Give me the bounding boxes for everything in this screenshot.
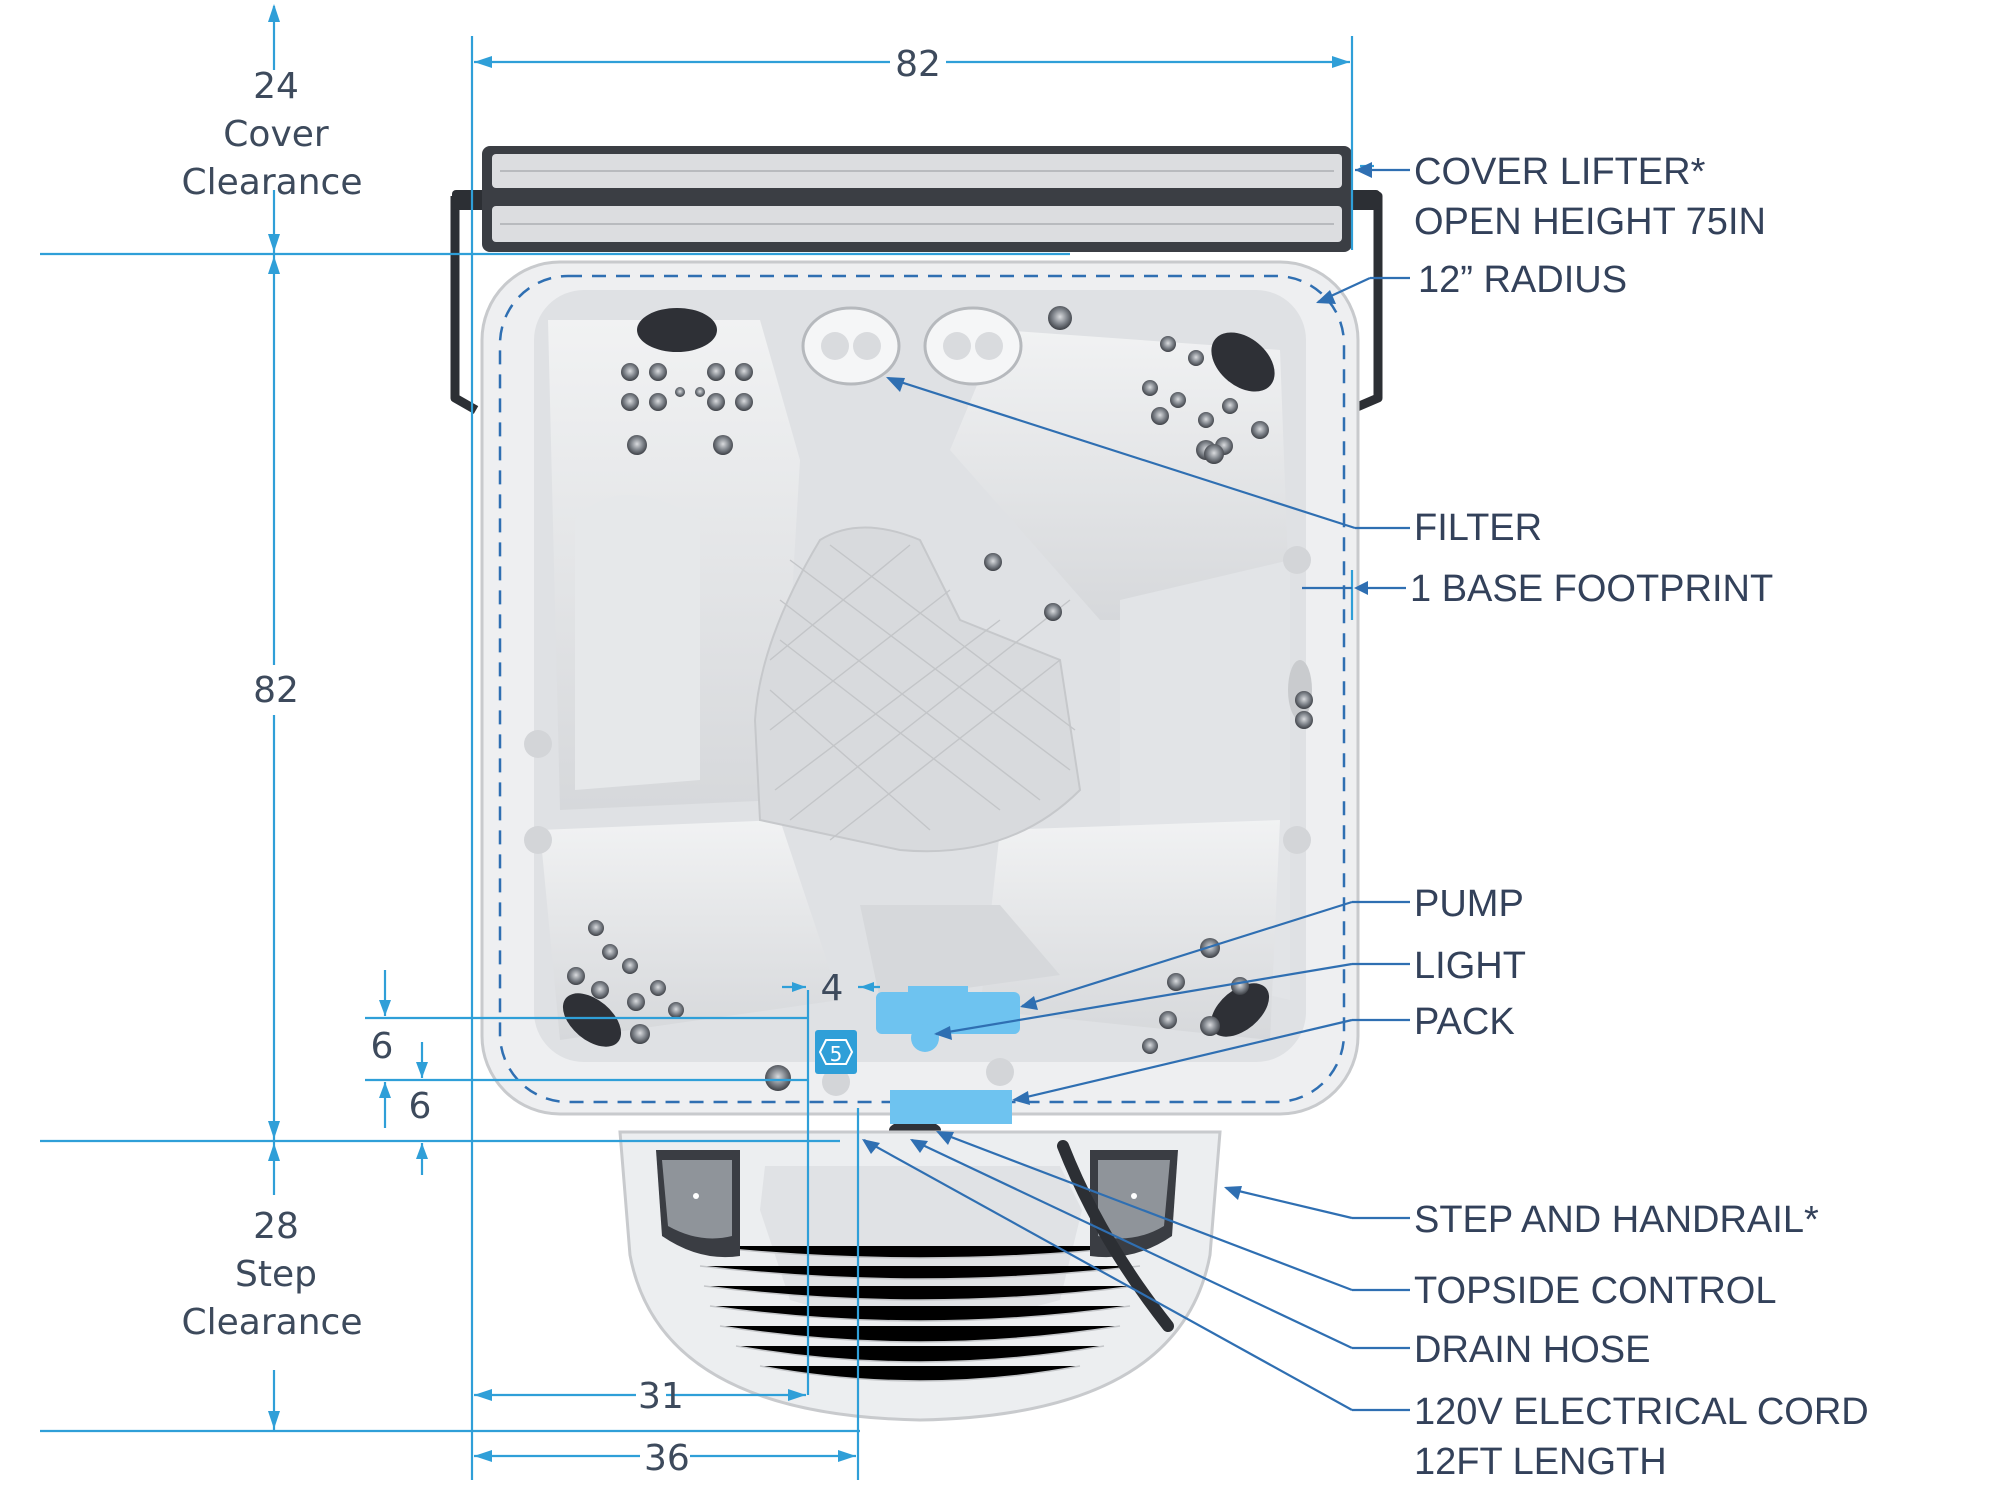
offset-6a: 6 — [371, 1026, 394, 1067]
step-clearance-value: 28 — [253, 1206, 299, 1247]
badge: 5 — [815, 1030, 857, 1074]
label-step-handrail: STEP AND HANDRAIL* — [1414, 1199, 1819, 1241]
jets — [567, 336, 1313, 1054]
offset-6b: 6 — [409, 1086, 432, 1127]
step-clearance-line2: Clearance — [182, 1302, 363, 1343]
offset-36: 36 — [644, 1438, 690, 1479]
label-filter: FILTER — [1414, 507, 1542, 549]
label-cover-lifter: COVER LIFTER* — [1414, 151, 1706, 193]
cover-clearance-value: 24 — [253, 66, 299, 107]
label-drain-hose: DRAIN HOSE — [1414, 1329, 1650, 1371]
step-clearance-line1: Step — [235, 1254, 317, 1295]
cover-lifter-graphic — [450, 190, 1383, 415]
cover-clearance-line1: Cover — [223, 114, 329, 155]
offset-31: 31 — [638, 1376, 684, 1417]
label-base-footprint: 1 BASE FOOTPRINT — [1410, 568, 1773, 610]
height-dimension: 82 — [253, 670, 299, 711]
dimension-lines — [40, 4, 1374, 1480]
width-dimension: 82 — [895, 44, 941, 85]
label-cover-lifter-height: OPEN HEIGHT 75IN — [1414, 201, 1766, 243]
badge-number: 5 — [830, 1042, 843, 1066]
label-light: LIGHT — [1414, 945, 1526, 987]
step-graphic — [618, 1130, 1222, 1422]
label-radius: 12” RADIUS — [1418, 259, 1627, 301]
cover-clearance-line2: Clearance — [182, 162, 363, 203]
label-topside-control: TOPSIDE CONTROL — [1414, 1270, 1776, 1312]
offset-4: 4 — [821, 968, 844, 1009]
label-electrical-cord: 120V ELECTRICAL CORD — [1414, 1391, 1869, 1433]
leader-lines — [862, 162, 1410, 1412]
label-pack: PACK — [1414, 1001, 1515, 1043]
label-pump: PUMP — [1414, 883, 1524, 925]
equipment — [876, 986, 1020, 1124]
label-cord-length: 12FT LENGTH — [1414, 1441, 1667, 1483]
spa-cover — [482, 146, 1352, 252]
spa-shell — [480, 260, 1360, 1140]
